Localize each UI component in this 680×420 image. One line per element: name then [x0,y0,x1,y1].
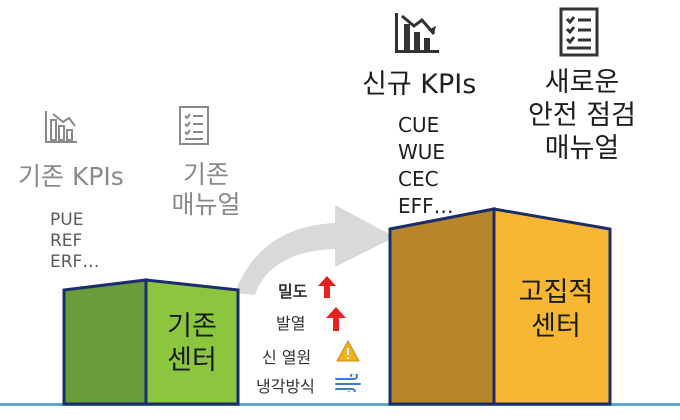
ground-line [0,403,680,406]
new-kpi-item: CEC [398,167,439,191]
old-kpi-chart-icon [45,111,77,143]
old-kpi-title: 기존 KPIs [18,162,124,191]
factor-label: 신 열원 [262,348,312,367]
new-center-label-line1: 고집적 [518,277,594,308]
warning-icon [336,340,360,362]
new-manual-title: 새로운 안전 점검 매뉴얼 [512,66,652,165]
factor-density: 밀도 [278,278,307,302]
old-kpi-item: PUE [50,210,84,230]
old-center-label-line2: 센터 [167,345,217,376]
old-kpi-list: PUE REF ERF… [50,210,99,273]
old-center-box [62,278,240,406]
new-center-label: 고집적 센터 [496,276,616,344]
old-manual-title: 기존 매뉴얼 [166,160,246,220]
factor-label: 발열 [276,314,306,333]
old-kpi-item: ERF… [50,252,100,272]
new-manual-title-line1: 새로운 [544,67,620,98]
old-center-label-line1: 기존 [167,311,217,342]
new-kpi-list: CUE WUE CEC EFF… [398,112,454,220]
red-up-arrow-icon [326,307,346,331]
new-kpi-chart-icon [395,13,439,53]
new-kpi-item: EFF… [398,194,454,218]
factor-heat: 발열 [276,310,305,334]
factor-cooling-method: 냉각방식 [256,373,315,397]
factor-label: 냉각방식 [256,377,315,396]
old-manual-title-line1: 기존 [182,160,229,189]
new-kpi-item: WUE [398,140,446,164]
new-kpi-item: CUE [398,113,440,137]
new-center-label-line2: 센터 [531,311,581,342]
factor-label: 밀도 [278,282,308,301]
old-center-label: 기존 센터 [148,310,236,378]
red-up-arrow-icon [318,276,336,298]
old-kpi-item: REF [50,231,83,251]
new-manual-title-line3: 매뉴얼 [544,133,620,164]
wind-icon [335,374,361,392]
new-manual-title-line2: 안전 점검 [528,100,636,131]
factor-new-heat-source: 신 열원 [262,344,311,368]
old-manual-checklist-icon [179,106,209,145]
new-kpi-title: 신규 KPIs [362,69,477,100]
new-manual-checklist-icon [559,7,599,57]
old-manual-title-line2: 매뉴얼 [171,190,241,219]
transition-arrow [235,205,395,295]
new-center-box [388,207,612,406]
